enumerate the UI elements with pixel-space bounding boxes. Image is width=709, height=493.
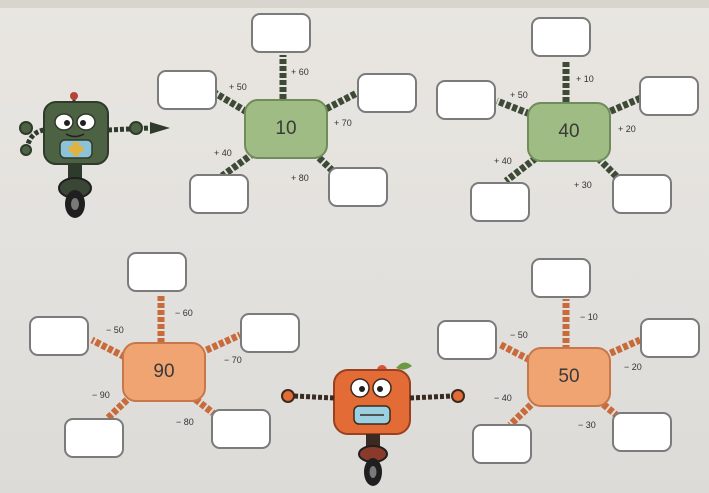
hub-star-50: 50 [527, 347, 611, 407]
operator-label: − 20 [624, 362, 642, 372]
orange-robot-icon [281, 362, 465, 486]
operator-label: + 70 [334, 118, 352, 128]
operator-label: + 40 [494, 156, 512, 166]
answer-box-star-40-top[interactable] [531, 17, 591, 57]
answer-box-star-50-top[interactable] [531, 258, 591, 298]
answer-box-star-50-bottom-left[interactable] [472, 424, 532, 464]
operator-label: − 90 [92, 390, 110, 400]
hub-value: 50 [558, 366, 580, 387]
answer-box-star-40-right[interactable] [639, 76, 699, 116]
hub-value: 10 [275, 118, 297, 139]
green-robot-icon [19, 92, 170, 218]
hub-star-10: 10 [244, 99, 328, 159]
answer-box-star-90-top[interactable] [127, 252, 187, 292]
operator-label: − 30 [578, 420, 596, 430]
answer-box-star-90-right[interactable] [240, 313, 300, 353]
operator-label: − 50 [106, 325, 124, 335]
operator-label: + 40 [214, 148, 232, 158]
answer-box-star-10-top[interactable] [251, 13, 311, 53]
operator-label: + 80 [291, 173, 309, 183]
operator-label: + 10 [576, 74, 594, 84]
operator-label: − 50 [510, 330, 528, 340]
operator-label: + 60 [291, 67, 309, 77]
answer-box-star-90-left[interactable] [29, 316, 89, 356]
operator-label: − 60 [175, 308, 193, 318]
page-top-edge [0, 0, 709, 8]
operator-label: − 70 [224, 355, 242, 365]
operator-label: − 40 [494, 393, 512, 403]
answer-box-star-40-bottom-right[interactable] [612, 174, 672, 214]
operator-label: − 10 [580, 312, 598, 322]
hub-star-40: 40 [527, 102, 611, 162]
answer-box-star-40-bottom-left[interactable] [470, 182, 530, 222]
operator-label: + 20 [618, 124, 636, 134]
answer-box-star-50-left[interactable] [437, 320, 497, 360]
hub-value: 40 [558, 121, 580, 142]
hub-star-90: 90 [122, 342, 206, 402]
operator-label: + 30 [574, 180, 592, 190]
operator-label: − 80 [176, 417, 194, 427]
operator-label: + 50 [229, 82, 247, 92]
hub-value: 90 [153, 361, 175, 382]
answer-box-star-10-bottom-right[interactable] [328, 167, 388, 207]
answer-box-star-50-right[interactable] [640, 318, 700, 358]
answer-box-star-40-left[interactable] [436, 80, 496, 120]
answer-box-star-10-bottom-left[interactable] [189, 174, 249, 214]
answer-box-star-90-bottom-right[interactable] [211, 409, 271, 449]
answer-box-star-10-right[interactable] [357, 73, 417, 113]
answer-box-star-10-left[interactable] [157, 70, 217, 110]
answer-box-star-50-bottom-right[interactable] [612, 412, 672, 452]
answer-box-star-90-bottom-left[interactable] [64, 418, 124, 458]
operator-label: + 50 [510, 90, 528, 100]
